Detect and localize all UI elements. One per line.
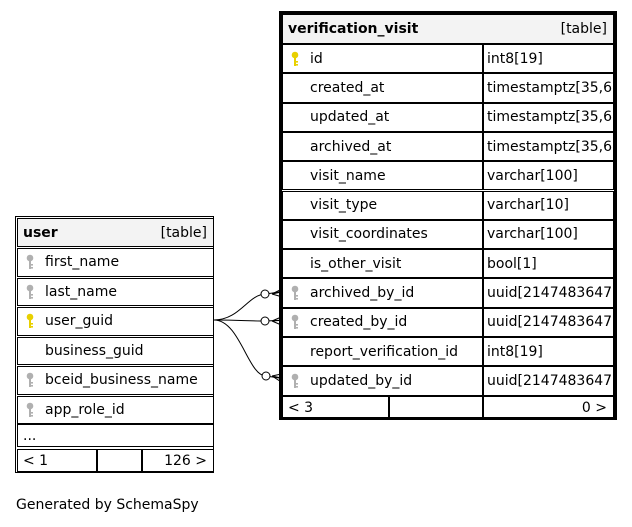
relation-updated-by xyxy=(213,319,287,380)
foreign-key-icon xyxy=(291,314,299,330)
column-name: bceid_business_name xyxy=(45,372,198,389)
column-type: varchar[100] xyxy=(487,226,578,243)
column-name: last_name xyxy=(45,283,117,300)
generated-by-credit: Generated by SchemaSpy xyxy=(16,497,199,513)
column-name: updated_at xyxy=(310,109,390,126)
table-user-name: user xyxy=(23,224,58,241)
table-verification-visit-column-updated-at[interactable]: updated_at xyxy=(282,102,483,132)
table-verification-visit-type-archived-by-id: uuid[2147483647] xyxy=(483,278,614,308)
column-name: business_guid xyxy=(45,342,144,359)
column-name: id xyxy=(310,50,323,67)
column-type: varchar[10] xyxy=(487,197,569,214)
table-verification-visit-name: verification_visit xyxy=(288,21,419,37)
table-verification-visit-type-visit-name: varchar[100] xyxy=(483,161,614,191)
column-type: timestamptz[35,6] xyxy=(487,79,614,96)
table-verification-visit-column-id[interactable]: id xyxy=(282,44,483,74)
column-name: updated_by_id xyxy=(310,372,413,389)
column-type: int8[19] xyxy=(487,50,543,67)
column-type: uuid[2147483647] xyxy=(487,285,614,302)
table-verification-visit-column-created-at[interactable]: created_at xyxy=(282,73,483,103)
column-type: uuid[2147483647] xyxy=(487,314,614,331)
table-verification-visit-footer-left: < 3 xyxy=(282,396,389,420)
column-name: archived_by_id xyxy=(310,285,415,302)
table-verification-visit-type-visit-type: varchar[10] xyxy=(483,190,614,220)
primary-key-icon xyxy=(291,51,299,67)
column-name: is_other_visit xyxy=(310,255,402,272)
table-verification-visit-column-is-other-visit[interactable]: is_other_visit xyxy=(282,249,483,279)
column-name: app_role_id xyxy=(45,401,125,418)
table-verification-visit-type-updated-by-id: uuid[2147483647] xyxy=(483,366,614,396)
foreign-key-icon xyxy=(291,373,299,389)
optional-marker-archived-by xyxy=(260,289,270,299)
column-name: created_at xyxy=(310,79,385,96)
table-verification-visit-type-id: int8[19] xyxy=(483,44,614,74)
foreign-key-icon xyxy=(26,402,34,418)
table-verification-visit-type-updated-at: timestamptz[35,6] xyxy=(483,102,614,132)
table-verification-visit-column-updated-by-id[interactable]: updated_by_id xyxy=(282,366,483,396)
table-verification-visit-type-report-verification-id: int8[19] xyxy=(483,337,614,367)
column-name: user_guid xyxy=(45,313,114,330)
table-verification-visit-column-visit-type[interactable]: visit_type xyxy=(282,190,483,220)
table-user-footer-right: 126 > xyxy=(142,449,214,472)
table-user[interactable]: user [table] first_name last_name user_gui… xyxy=(15,216,214,473)
table-verification-visit-type-created-at: timestamptz[35,6] xyxy=(483,73,614,103)
table-user-footer-left: < 1 xyxy=(17,449,97,472)
column-type: uuid[2147483647] xyxy=(487,372,614,389)
table-user-column-bceid-business-name[interactable]: bceid_business_name xyxy=(17,366,214,395)
column-type: timestamptz[35,6] xyxy=(487,109,614,126)
table-user-footer-mid xyxy=(97,449,142,472)
column-type: timestamptz[35,6] xyxy=(487,138,614,155)
table-verification-visit-type-archived-at: timestamptz[35,6] xyxy=(483,131,614,162)
optional-marker-updated-by xyxy=(261,371,271,381)
table-verification-visit-column-archived-by-id[interactable]: archived_by_id xyxy=(282,278,483,308)
column-type: int8[19] xyxy=(487,343,543,360)
table-user-header: user [table] xyxy=(17,218,214,247)
table-verification-visit-column-created-by-id[interactable]: created_by_id xyxy=(282,307,483,337)
table-user-kind: [table] xyxy=(160,224,207,241)
column-name: first_name xyxy=(45,254,120,271)
column-type: bool[1] xyxy=(487,255,537,272)
table-user-column-app-role-id[interactable]: app_role_id xyxy=(17,395,214,424)
table-verification-visit-column-visit-name[interactable]: visit_name xyxy=(282,161,483,191)
foreign-key-icon xyxy=(26,254,34,270)
column-name: report_verification_id xyxy=(310,343,458,360)
table-verification-visit-type-created-by-id: uuid[2147483647] xyxy=(483,307,614,337)
column-name: visit_type xyxy=(310,197,378,214)
table-verification-visit-footer-right: 0 > xyxy=(483,396,614,420)
table-verification-visit-footer-mid xyxy=(389,396,483,420)
column-name: archived_at xyxy=(310,138,392,155)
table-user-more: ... xyxy=(17,424,214,447)
optional-marker-created-by xyxy=(260,316,270,326)
table-user-column-last-name[interactable]: last_name xyxy=(17,277,214,306)
table-verification-visit-column-visit-coordinates[interactable]: visit_coordinates xyxy=(282,219,483,250)
foreign-key-icon xyxy=(26,284,34,300)
table-user-column-business-guid[interactable]: business_guid xyxy=(17,336,214,365)
table-verification-visit-header: verification_visit [table] xyxy=(282,14,614,44)
primary-key-icon xyxy=(26,313,34,329)
table-verification-visit-column-report-verification-id[interactable]: report_verification_id xyxy=(282,337,483,367)
column-type: varchar[100] xyxy=(487,167,578,184)
column-name: created_by_id xyxy=(310,314,408,331)
foreign-key-icon xyxy=(26,372,34,388)
table-verification-visit-kind: [table] xyxy=(560,21,607,37)
table-verification-visit-column-archived-at[interactable]: archived_at xyxy=(282,131,483,162)
foreign-key-icon xyxy=(291,285,299,301)
table-verification-visit[interactable]: verification_visit [table] id int8[19] cre… xyxy=(279,11,617,420)
table-verification-visit-type-is-other-visit: bool[1] xyxy=(483,249,614,279)
table-user-column-first-name[interactable]: first_name xyxy=(17,248,214,277)
column-name: visit_name xyxy=(310,167,386,184)
column-name: visit_coordinates xyxy=(310,226,428,243)
table-verification-visit-type-visit-coordinates: varchar[100] xyxy=(483,219,614,250)
table-user-column-user-guid[interactable]: user_guid xyxy=(17,307,214,336)
